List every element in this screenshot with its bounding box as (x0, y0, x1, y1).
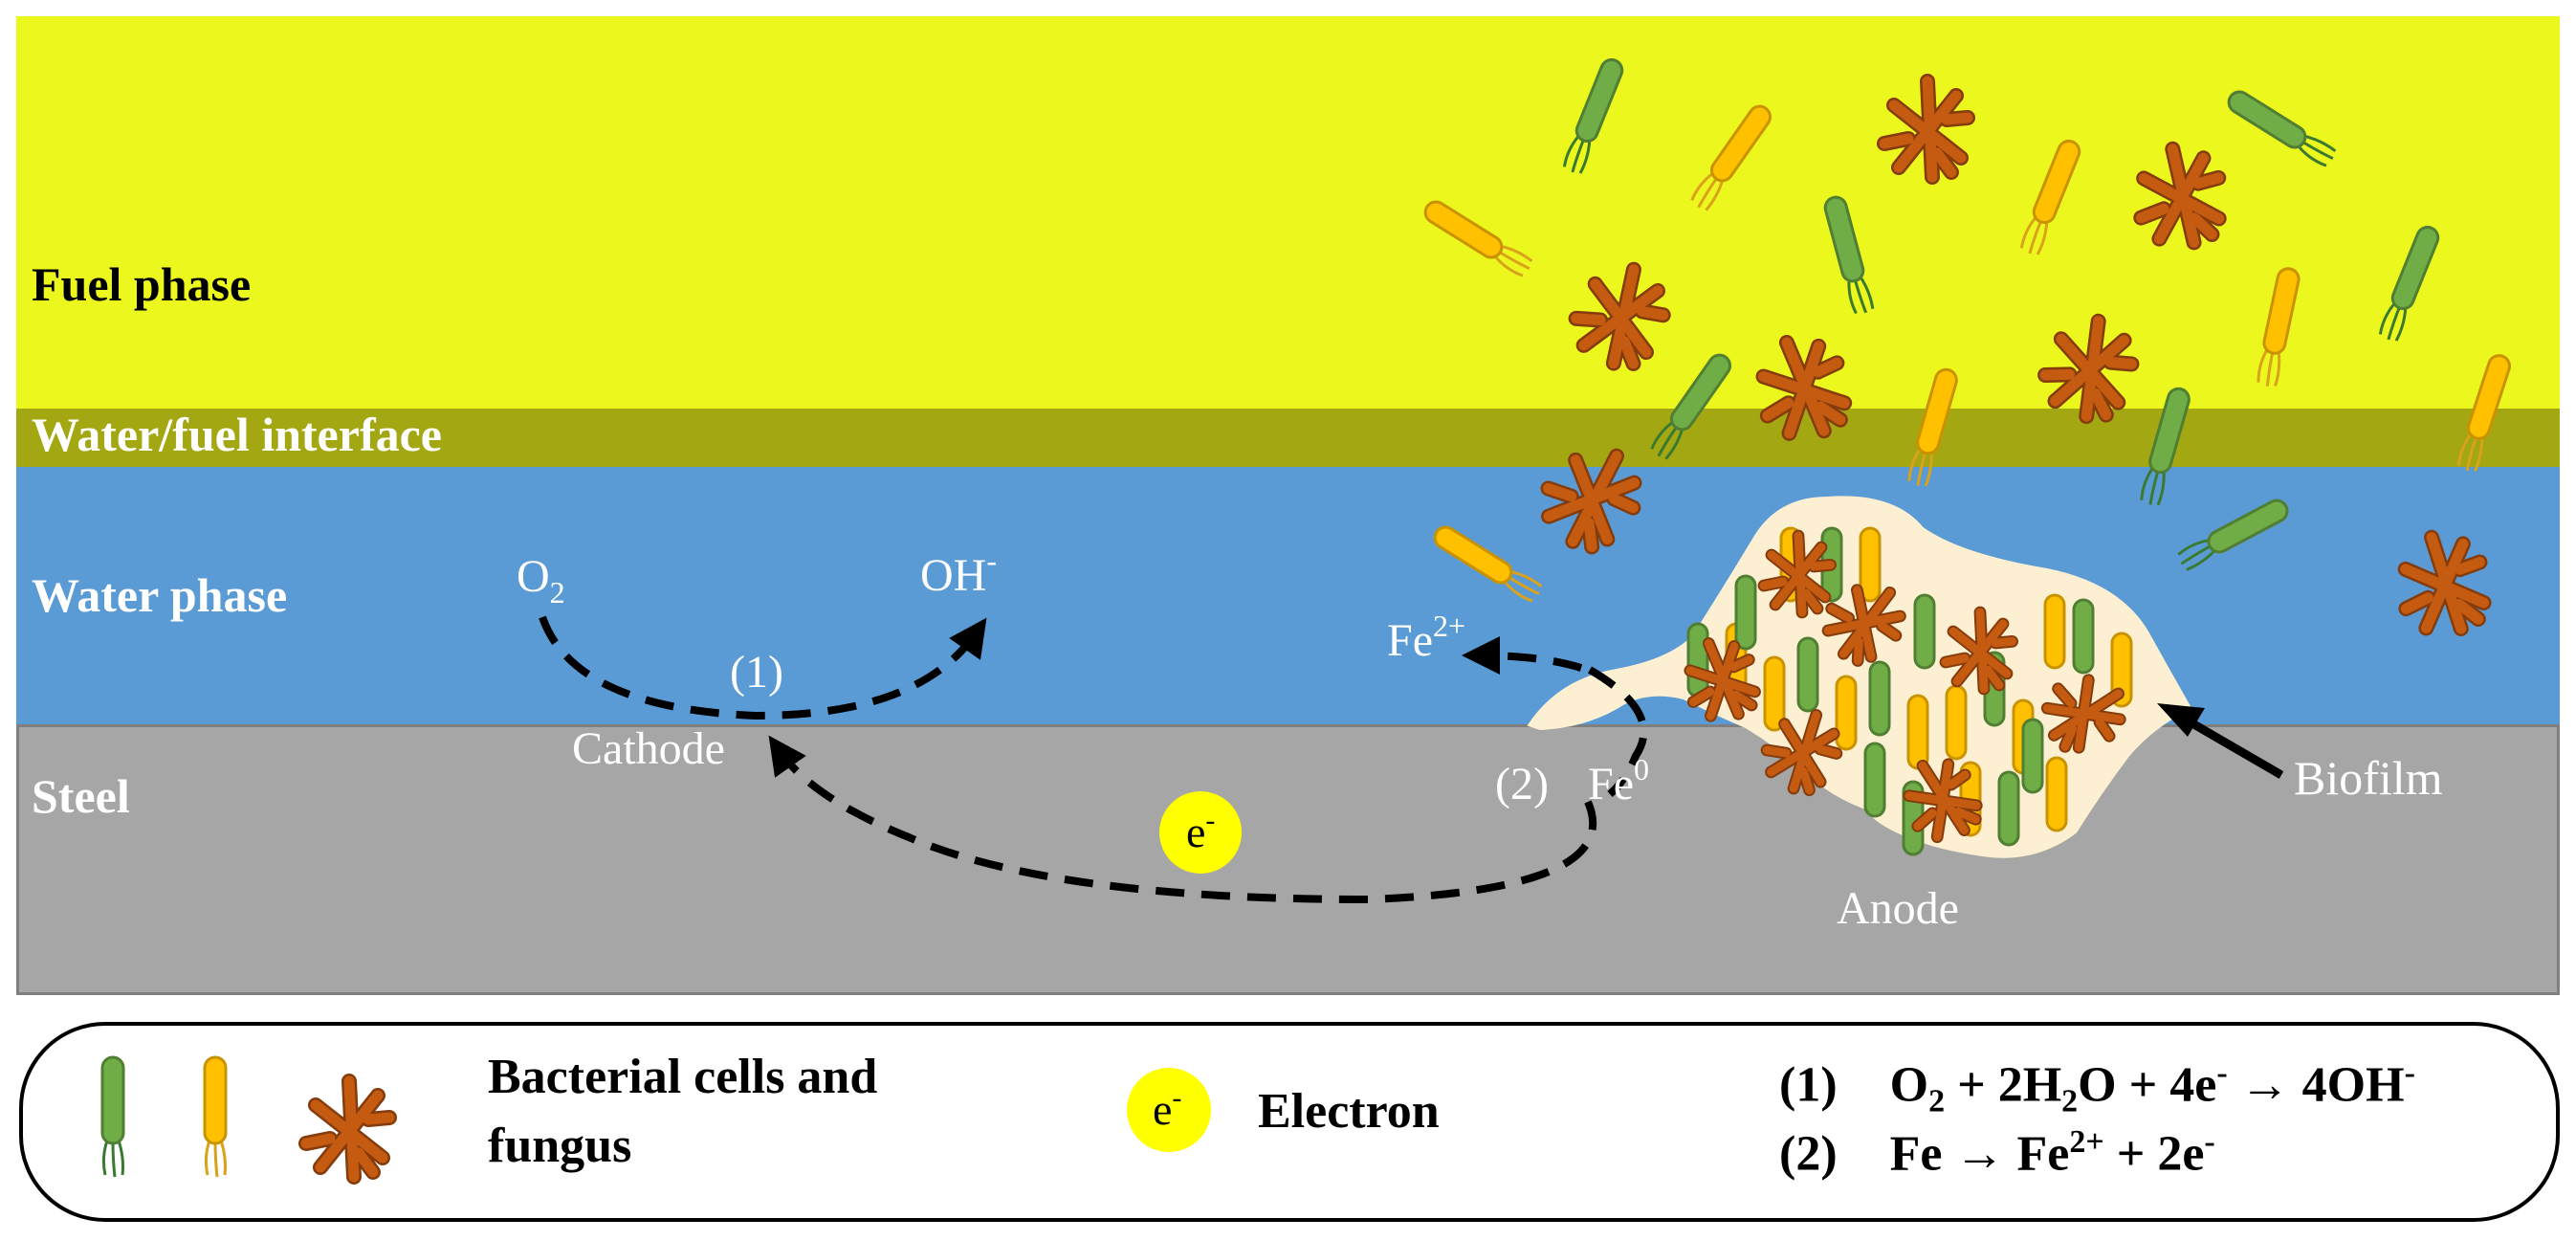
green-bacterium-icon (100, 1055, 125, 1179)
interface-label: Water/fuel interface (32, 408, 442, 461)
legend-equation-2: (2)Fe → Fe2+ + 2e- (1779, 1124, 2215, 1182)
cathode-reaction-arrow (539, 615, 987, 720)
svg-text:e-: e- (1153, 1082, 1181, 1134)
yellow-bacterium-icon (203, 1055, 228, 1179)
electron-flow-arrow (768, 735, 1596, 904)
water-fuel-interface (16, 409, 2560, 467)
reaction-2-label: (2) (1495, 759, 1549, 809)
fe0-label: Fe0 (1588, 752, 1649, 809)
biofilm-label: Biofilm (2294, 751, 2443, 805)
water-phase-label: Water phase (32, 568, 288, 622)
steel-label: Steel (32, 769, 130, 823)
anode-reaction-arrow (1588, 666, 1648, 797)
electron-circle (1159, 791, 1242, 874)
reaction-1-label: (1) (730, 647, 783, 698)
legend-electron-label: Electron (1258, 1084, 1440, 1139)
legend-equation-1: (1)O2 + 2H2O + 4e- → 4OH- (1779, 1055, 2415, 1119)
fe2-label: Fe2+ (1387, 609, 1465, 666)
legend-electron-icon (1127, 1068, 1211, 1152)
biofilm-arrow (2157, 703, 2284, 779)
o2-label: O2 (517, 551, 565, 609)
iron-ion-arrow (1462, 636, 1583, 676)
legend (19, 1022, 2560, 1222)
anode-label: Anode (1837, 883, 1959, 934)
reaction-paths (539, 615, 1648, 904)
fuel-phase-label: Fuel phase (32, 257, 252, 311)
hydroxide-label: OH- (920, 543, 997, 601)
electron-label: e- (1186, 805, 1215, 856)
fungus-icon (306, 1081, 389, 1177)
legend-microbes-label-line1: Bacterial cells and (488, 1050, 878, 1104)
legend-microbes-label-line2: fungus (488, 1119, 632, 1173)
cathode-label: Cathode (572, 723, 725, 774)
steel-layer (16, 724, 2560, 995)
